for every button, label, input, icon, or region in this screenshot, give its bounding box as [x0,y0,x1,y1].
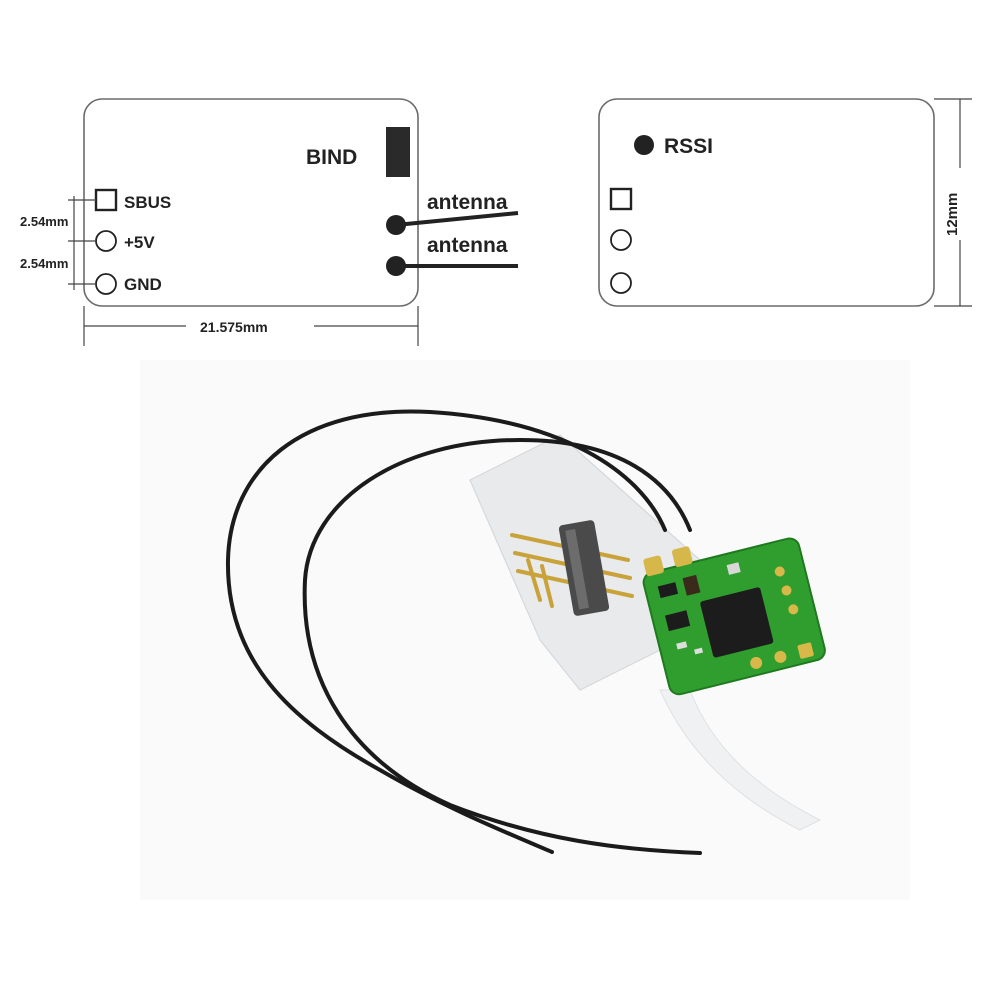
right-square-pad [609,187,633,211]
pin-pitch-dimension [68,196,96,290]
right-round-pad-2 [610,272,632,294]
left-board-diagram: BIND SBUS +5V GND 2.54mm 2.54mm antenna … [20,98,519,346]
antenna-lead-1 [395,211,519,227]
receiver-pcb [642,537,826,696]
width-label: 21.575mm [200,319,268,335]
pin-pitch-label-2: 2.54mm [20,256,68,271]
plus5v-pin-pad [95,230,117,252]
antenna-wire-2 [302,437,702,855]
width-dimension [83,306,419,346]
left-board-outline [83,98,419,307]
rssi-pad [634,135,654,155]
sbus-pin-pad [94,188,118,212]
gnd-pin-pad [95,273,117,295]
rssi-label: RSSI [664,135,713,158]
right-board-outline [598,98,935,307]
bind-label: BIND [306,146,357,169]
heat-shrink-tail [659,689,822,831]
right-board-diagram: RSSI 12mm [598,98,972,307]
pcb-main-chip [700,587,774,658]
receiver-photo [140,360,910,900]
antenna-wire-1 [225,409,667,854]
gnd-pin-label: GND [124,275,162,294]
antenna-label-1: antenna [427,191,508,214]
header-pins [510,520,634,616]
height-dimension [934,98,972,307]
bind-button [386,127,410,177]
plus5v-pin-label: +5V [124,233,155,252]
height-label: 12mm [944,193,961,236]
right-round-pad-1 [610,229,632,251]
sbus-pin-label: SBUS [124,193,171,212]
antenna-label-2: antenna [427,234,508,257]
pin-pitch-label-1: 2.54mm [20,214,68,229]
